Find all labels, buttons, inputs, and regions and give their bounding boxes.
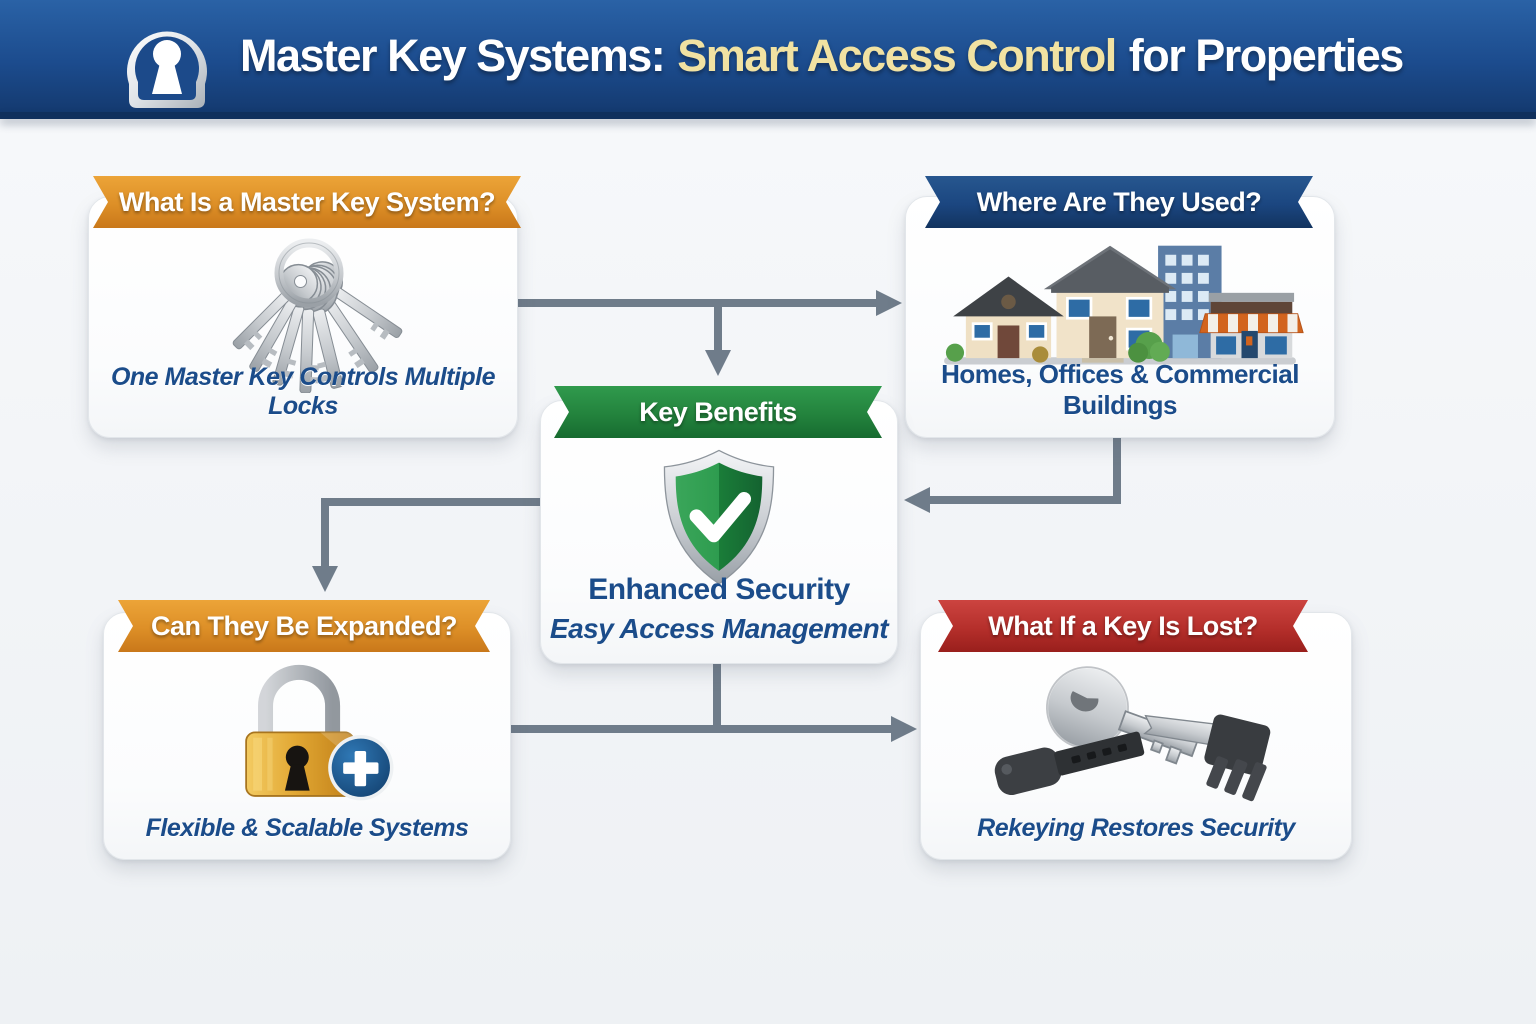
benefit-line-2: Easy Access Management (549, 613, 889, 644)
card-what-is: One Master Key Controls Multiple Locks (88, 196, 518, 438)
banner-where-used: Where Are They Used? (925, 176, 1313, 228)
benefit-line-1: Enhanced Security (588, 573, 850, 606)
caption-what-is: One Master Key Controls Multiple Locks (110, 363, 496, 420)
card-expanded: Flexible & Scalable Systems (103, 612, 511, 860)
buildings-icon (944, 245, 1304, 365)
title-prefix: Master Key Systems: (240, 30, 666, 81)
caption-key-lost: Rekeying Restores Security (977, 814, 1295, 842)
keys-bunch-icon (232, 238, 403, 393)
banner-key-benefits: Key Benefits (554, 386, 882, 438)
card-key-benefits: Enhanced Security Easy Access Management (540, 400, 898, 664)
caption-where-used: Homes, Offices & Commercial Buildings (941, 359, 1299, 420)
shield-check-icon (663, 449, 775, 585)
title-highlight: Smart Access Control (677, 30, 1117, 81)
keyhole-badge-icon (127, 31, 207, 108)
card-where-used: Homes, Offices & Commercial Buildings (905, 196, 1335, 438)
page-title: Master Key Systems: Smart Access Control… (240, 0, 1405, 112)
header-divider (0, 112, 1536, 119)
padlock-plus-icon (245, 664, 394, 801)
header-bar: Master Key Systems: Smart Access Control… (0, 0, 1536, 112)
rekey-keys-icon (994, 665, 1271, 802)
banner-key-lost: What If a Key Is Lost? (938, 600, 1308, 652)
title-suffix: for Properties (1128, 30, 1405, 81)
card-key-lost: Rekeying Restores Security (920, 612, 1352, 860)
banner-what-is: What Is a Master Key System? (93, 176, 521, 228)
banner-expanded: Can They Be Expanded? (118, 600, 490, 652)
benefit-lines: Enhanced Security Easy Access Management (541, 573, 897, 645)
caption-expanded: Flexible & Scalable Systems (145, 814, 469, 842)
